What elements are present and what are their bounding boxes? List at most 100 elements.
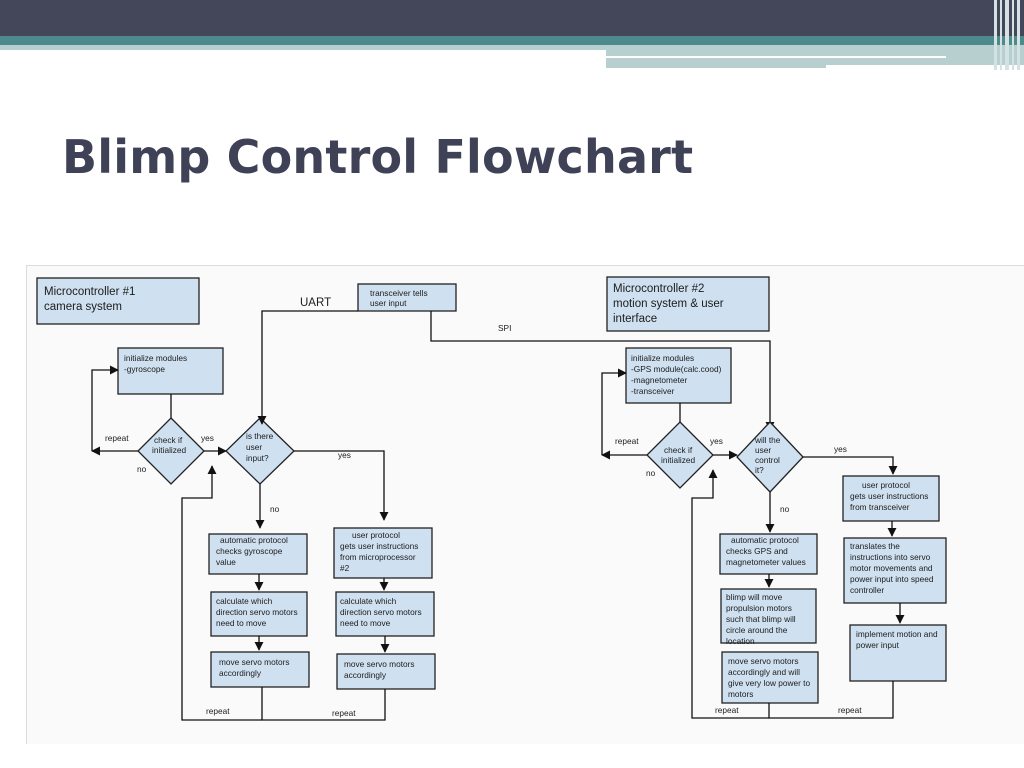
right-auto-line-1: automatic protocol	[731, 535, 799, 545]
right-blimp-line-5: location	[726, 636, 755, 646]
left-bottom-join	[261, 687, 386, 721]
right-check-no-label: no	[646, 468, 656, 478]
left-auto-line-3: value	[216, 557, 236, 567]
left-decision-line-2: user	[246, 442, 262, 452]
right-translate-line-1: translates the	[850, 541, 900, 551]
right-init-line-4: -transceiver	[631, 386, 675, 396]
header-light-band	[0, 45, 610, 50]
left-calc-b-line-3: need to move	[340, 618, 391, 628]
right-blimp-line-1: blimp will move	[726, 592, 783, 602]
right-check-line-2: initialized	[661, 455, 696, 465]
left-repeat-loop	[91, 365, 119, 451]
right-user-protocol-line-3: from transceiver	[850, 502, 910, 512]
transceiver-box	[357, 283, 457, 312]
right-decision-line-2: user	[755, 445, 771, 455]
left-auto-box	[208, 533, 308, 575]
right-blimp-line-2: propulsion motors	[726, 603, 792, 613]
right-decision-line-1: will the	[754, 435, 781, 445]
left-calc-b-line-2: direction servo motors	[340, 607, 422, 617]
left-auto-line-2: checks gyroscope	[216, 546, 283, 556]
left-decision-line-3: input?	[246, 453, 269, 463]
right-implement-line-1: implement motion and	[856, 629, 938, 639]
left-decision-no-label: no	[270, 504, 280, 514]
right-user-protocol-box	[842, 475, 940, 522]
right-header-line-3: interface	[613, 313, 657, 325]
svg-text:Microcontroller #1: Microcontroller #1	[44, 286, 135, 298]
header-vertical-stripes	[990, 0, 1024, 70]
right-check-diamond	[646, 421, 714, 489]
right-translate-line-3: motor movements and	[850, 563, 933, 573]
right-check-line-1: check if	[664, 445, 693, 455]
left-repeat-b-label: repeat	[332, 708, 356, 718]
transceiver-line-2: user input	[370, 298, 407, 308]
left-user-protocol-line-3: from microprocessor	[340, 552, 416, 562]
left-decision-yes-label: yes	[338, 450, 351, 460]
header-accent-underline	[606, 65, 826, 68]
left-calc-a-line-1: calculate which	[216, 596, 273, 606]
right-decision-line-3: control	[755, 455, 780, 465]
right-init-line-3: -magnetometer	[631, 375, 687, 385]
right-translate-box	[843, 537, 947, 604]
right-repeat-a-label: repeat	[715, 705, 739, 715]
left-user-protocol-line-2: gets user instructions	[340, 541, 418, 551]
left-repeat-top-label: repeat	[105, 433, 129, 443]
right-init-box	[625, 347, 732, 404]
left-flow: Microcontroller #1 camera system transce…	[36, 277, 457, 721]
left-move-b-box	[336, 653, 436, 690]
right-move-line-1: move servo motors	[728, 656, 799, 666]
right-decision-yes-label: yes	[834, 444, 847, 454]
right-user-protocol-line-2: gets user instructions	[850, 491, 928, 501]
spi-label: SPI	[498, 323, 511, 333]
svg-text:camera system: camera system	[44, 301, 122, 313]
left-decision-line-1: is there	[246, 431, 274, 441]
right-repeat-b-label: repeat	[838, 705, 862, 715]
left-check-line-1: check if	[154, 435, 183, 445]
left-user-protocol-line-1: user protocol	[352, 530, 400, 540]
left-header-box	[36, 277, 200, 325]
right-translate-line-5: controller	[850, 585, 884, 595]
right-header-line-1: Microcontroller #2	[613, 283, 704, 295]
left-calc-a-line-3: need to move	[216, 618, 267, 628]
left-header-line-2: camera system	[44, 301, 122, 313]
right-translate-line-4: power input into speed	[850, 574, 934, 584]
right-blimp-box	[720, 588, 817, 644]
left-auto-line-1: automatic protocol	[220, 535, 288, 545]
left-header-line-1: Microcontroller #1	[44, 286, 135, 298]
left-calc-a-box	[210, 591, 308, 637]
left-decision-yes-arrow	[294, 450, 389, 521]
uart-connector	[257, 310, 358, 425]
left-calc-b-line-1: calculate which	[340, 596, 397, 606]
left-move-b-line-2: accordingly	[344, 670, 387, 680]
right-auto-box	[719, 533, 818, 575]
right-header-box	[606, 276, 770, 332]
right-move-line-2: accordingly and will	[728, 667, 800, 677]
right-check-yes-label: yes	[710, 436, 723, 446]
right-user-protocol-line-1: user protocol	[862, 480, 910, 490]
right-repeat-return	[691, 469, 769, 719]
left-move-a-box	[210, 651, 310, 688]
left-move-b-line-1: move servo motors	[344, 659, 415, 669]
left-calc-a-line-2: direction servo motors	[216, 607, 298, 617]
right-auto-line-2: checks GPS and	[726, 546, 788, 556]
left-init-line-2: -gyroscope	[124, 364, 165, 374]
right-decision-no-label: no	[780, 504, 790, 514]
right-implement-box	[849, 624, 947, 682]
right-flow: Microcontroller #2 motion system & user …	[601, 276, 947, 719]
header-accent-line	[606, 56, 946, 58]
spi-connector	[430, 311, 775, 431]
header-accent-block	[606, 45, 1024, 65]
left-user-protocol-line-4: #2	[340, 563, 350, 573]
left-move-a-line-2: accordingly	[219, 668, 262, 678]
right-auto-line-3: magnetometer values	[726, 557, 806, 567]
right-implement-line-2: power input	[856, 640, 900, 650]
left-check-diamond	[137, 417, 205, 485]
right-init-line-2: -GPS module(calc.cood)	[631, 364, 722, 374]
right-decision-line-4: it?	[755, 465, 764, 475]
right-move-line-4: motors	[728, 689, 753, 699]
right-repeat-top-label: repeat	[615, 436, 639, 446]
left-init-line-1: initialize modules	[124, 353, 187, 363]
right-move-box	[721, 651, 819, 704]
left-user-protocol-box	[333, 527, 433, 579]
right-blimp-line-3: such that blimp will	[726, 614, 796, 624]
